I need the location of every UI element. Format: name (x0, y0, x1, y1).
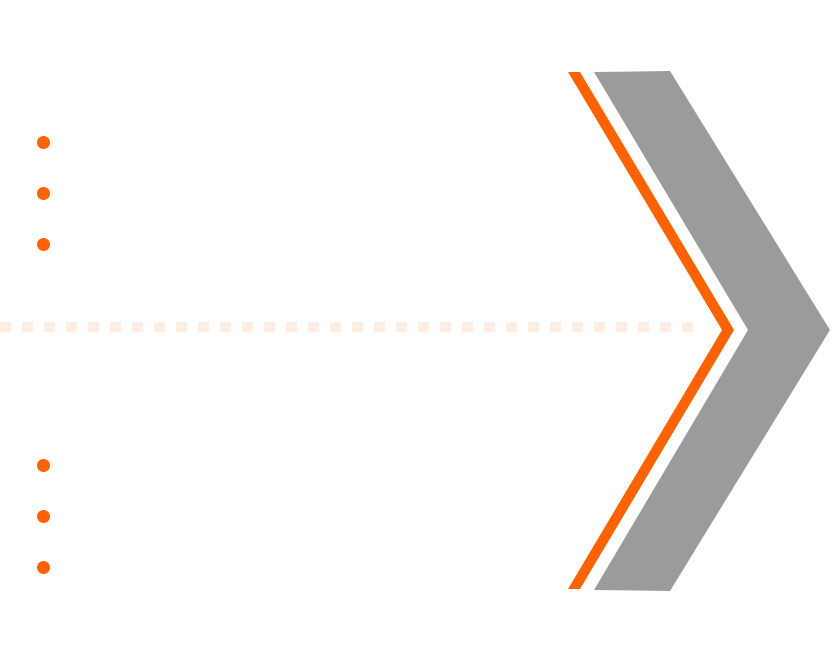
bullet-dot-icon (37, 459, 50, 472)
top-bullet-list (37, 136, 437, 289)
chevron-gray-shape (594, 71, 830, 591)
list-item (37, 238, 437, 289)
list-item (37, 459, 437, 510)
list-item (37, 561, 437, 612)
bottom-bullet-list (37, 459, 437, 612)
bullet-dot-icon (37, 187, 50, 200)
bullet-dot-icon (37, 510, 50, 523)
list-item (37, 510, 437, 561)
list-item (37, 136, 437, 187)
list-item (37, 187, 437, 238)
bullet-dot-icon (37, 561, 50, 574)
bullet-dot-icon (37, 136, 50, 149)
bullet-dot-icon (37, 238, 50, 251)
dotted-divider (0, 322, 700, 332)
